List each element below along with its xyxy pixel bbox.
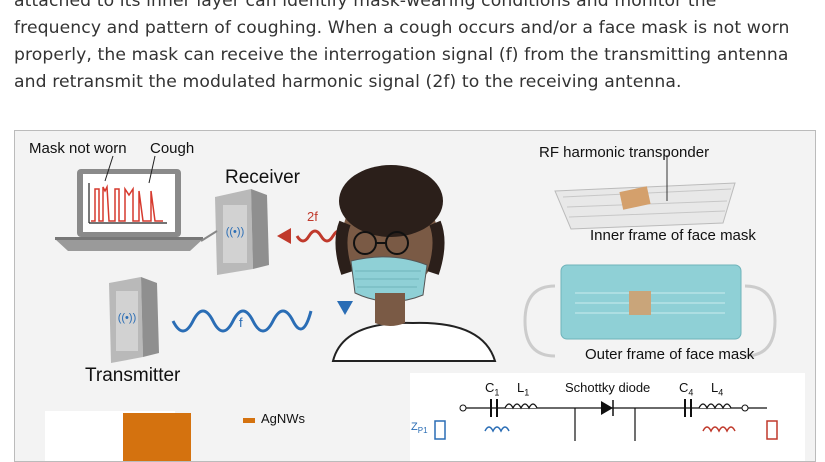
receiver-label: Receiver	[225, 167, 300, 188]
laptop-icon	[55, 169, 203, 251]
schottky-diode-label: Schottky diode	[565, 380, 651, 395]
agnw-bar	[123, 413, 191, 461]
fundamental-freq-label: f	[239, 315, 243, 330]
receiver-antenna-icon: ((•))	[200, 189, 269, 275]
face-mask-illustration	[523, 264, 777, 358]
pointer-line	[148, 155, 156, 184]
capacitor-c4-label: C4	[679, 380, 694, 398]
transponder-illustration	[554, 155, 736, 230]
paragraph-line: and retransmit the modulated harmonic si…	[14, 72, 682, 92]
outer-frame-label: Outer frame of face mask	[585, 346, 755, 363]
person-with-mask-illustration	[331, 165, 497, 362]
figure-illustration: ((•)) ((•))	[45, 155, 805, 461]
paragraph-line: frequency and pattern of coughing. When …	[14, 18, 790, 38]
svg-text:((•)): ((•))	[118, 312, 137, 324]
capacitor-c1-label: C1	[485, 380, 500, 398]
mask-not-worn-label: Mask not worn	[29, 140, 127, 157]
transmitter-antenna-icon: ((•))	[109, 277, 159, 363]
transmitter-label: Transmitter	[85, 365, 181, 386]
inductor-l1-label: L1	[517, 380, 530, 398]
legend-agnws-label: AgNWs	[261, 411, 306, 426]
cough-label: Cough	[150, 140, 195, 157]
legend-swatch	[243, 418, 255, 423]
figure-panel: ((•)) ((•))	[14, 130, 816, 462]
arrow-icon	[277, 228, 291, 244]
inductor-l4-label: L4	[711, 380, 724, 398]
transponder-label: RF harmonic transponder	[539, 144, 710, 161]
paragraph-line: attached to its inner layer can identify…	[14, 0, 717, 11]
inner-frame-label: Inner frame of face mask	[590, 227, 756, 244]
svg-text:((•)): ((•))	[226, 226, 245, 238]
impedance-label: ZP1	[411, 421, 428, 436]
harmonic-freq-label: 2f	[307, 209, 318, 224]
interrogation-wave	[171, 309, 313, 333]
body-paragraph: attached to its inner layer can identify…	[14, 0, 814, 96]
pointer-line	[104, 155, 114, 182]
paragraph-line: properly, the mask can receive the inter…	[14, 45, 789, 65]
arrow-icon	[337, 301, 353, 315]
